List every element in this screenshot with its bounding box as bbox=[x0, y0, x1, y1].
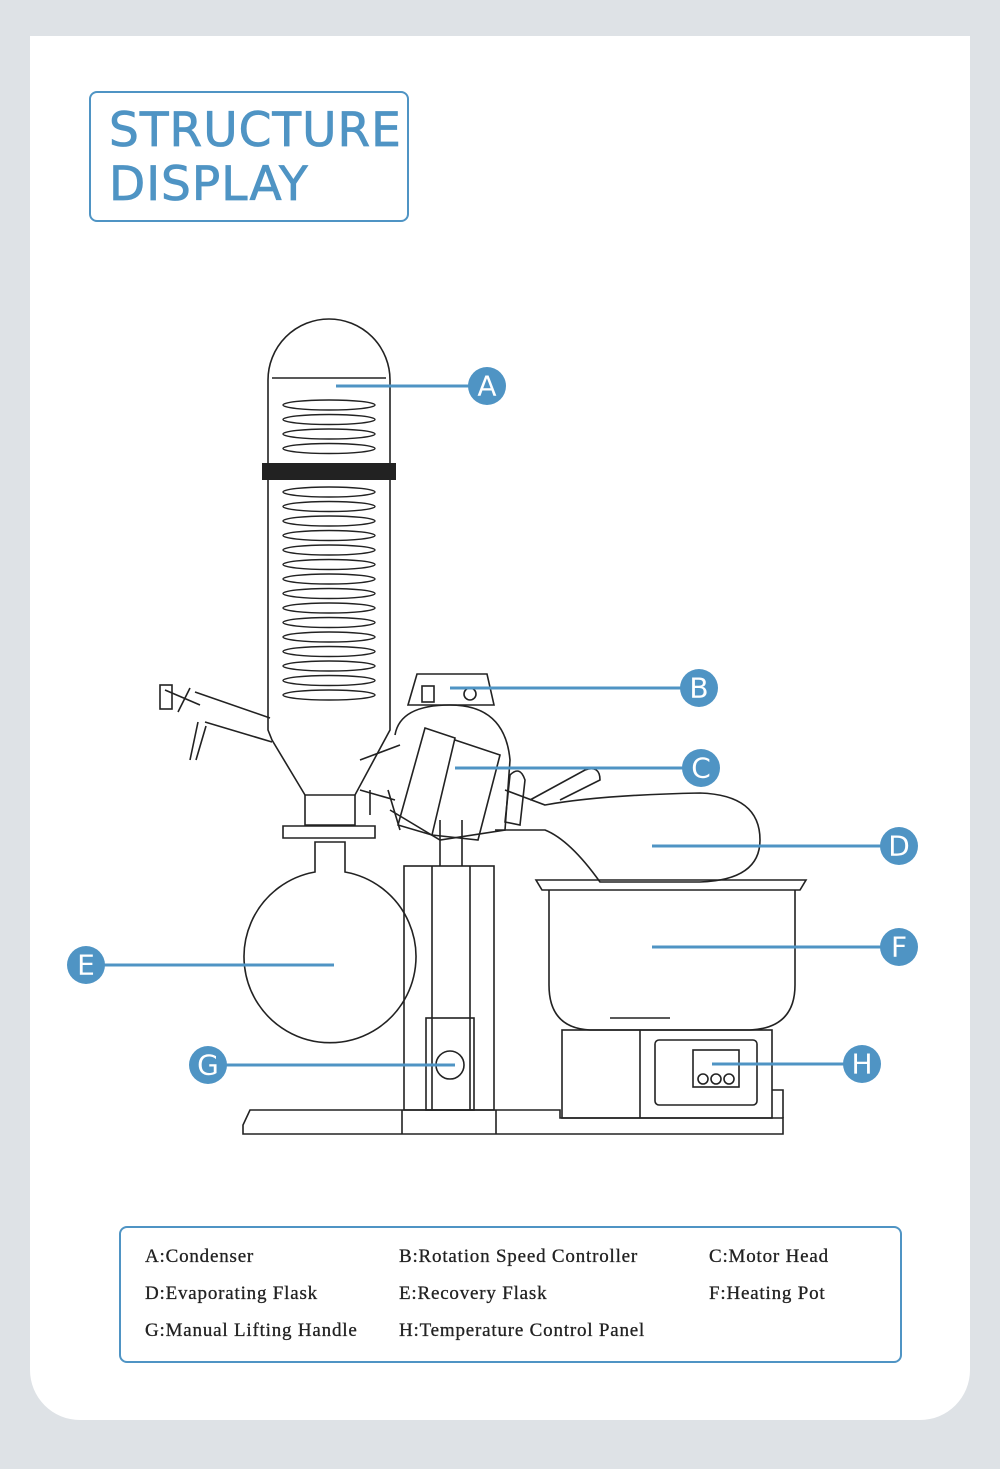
coil-loop bbox=[282, 689, 376, 701]
coil-loop bbox=[282, 587, 376, 600]
callout-a: A bbox=[336, 367, 506, 405]
lift-column bbox=[403, 865, 495, 1111]
base-plate bbox=[242, 1109, 784, 1135]
coil-loop bbox=[282, 674, 376, 687]
legend-item: B:Rotation Speed Controller bbox=[399, 1246, 639, 1267]
legend-item: C:Motor Head bbox=[709, 1246, 829, 1267]
coil-loop bbox=[282, 442, 376, 455]
coil-loop bbox=[282, 500, 376, 513]
legend-item: H:Temperature Control Panel bbox=[399, 1320, 646, 1341]
condenser-coil bbox=[282, 399, 376, 701]
svg-text:B: B bbox=[689, 672, 708, 705]
temperature-panel bbox=[654, 1039, 758, 1106]
legend-box bbox=[119, 1226, 902, 1363]
coil-loop bbox=[282, 558, 376, 571]
coil-loop bbox=[282, 413, 376, 426]
coil-loop bbox=[282, 645, 376, 658]
speed-controller bbox=[406, 673, 496, 706]
condenser bbox=[267, 318, 391, 796]
title-line-1: STRUCTURE bbox=[109, 103, 402, 158]
callout-b: B bbox=[450, 669, 718, 707]
svg-text:D: D bbox=[888, 830, 910, 863]
coil-loop bbox=[282, 529, 376, 542]
evaporating-flask bbox=[495, 789, 761, 883]
svg-text:F: F bbox=[891, 931, 907, 964]
legend-item: A:Condenser bbox=[145, 1246, 255, 1267]
legend-item: F:Heating Pot bbox=[709, 1283, 826, 1304]
coil-loop bbox=[282, 616, 376, 629]
recovery-flask bbox=[243, 841, 417, 1044]
heating-pot bbox=[534, 879, 808, 1031]
coil-loop bbox=[282, 602, 376, 614]
svg-text:G: G bbox=[197, 1049, 219, 1082]
coil-loop bbox=[282, 399, 376, 411]
title-box: STRUCTURE DISPLAY bbox=[89, 91, 409, 222]
svg-text:C: C bbox=[691, 752, 711, 785]
callout-c: C bbox=[455, 749, 720, 787]
coil-loop bbox=[282, 486, 376, 498]
coil-loop bbox=[282, 573, 376, 585]
legend-item: G:Manual Lifting Handle bbox=[145, 1320, 358, 1341]
callout-d: D bbox=[652, 827, 918, 865]
callout-h: H bbox=[712, 1045, 881, 1083]
callout-g: G bbox=[189, 1046, 455, 1084]
title-line-2: DISPLAY bbox=[109, 157, 309, 212]
legend-item: D:Evaporating Flask bbox=[145, 1283, 318, 1304]
coil-loop bbox=[282, 544, 376, 556]
motor-head bbox=[397, 726, 501, 841]
svg-text:E: E bbox=[77, 949, 95, 982]
callout-e: E bbox=[67, 946, 334, 984]
callout-f: F bbox=[652, 928, 918, 966]
legend-item: E:Recovery Flask bbox=[399, 1283, 548, 1304]
coil-loop bbox=[282, 660, 376, 672]
coil-loop bbox=[282, 428, 376, 440]
svg-text:A: A bbox=[477, 370, 496, 403]
svg-text:H: H bbox=[851, 1048, 872, 1081]
coil-loop bbox=[282, 515, 376, 527]
condenser-clamp bbox=[262, 463, 396, 480]
coil-loop bbox=[282, 631, 376, 643]
